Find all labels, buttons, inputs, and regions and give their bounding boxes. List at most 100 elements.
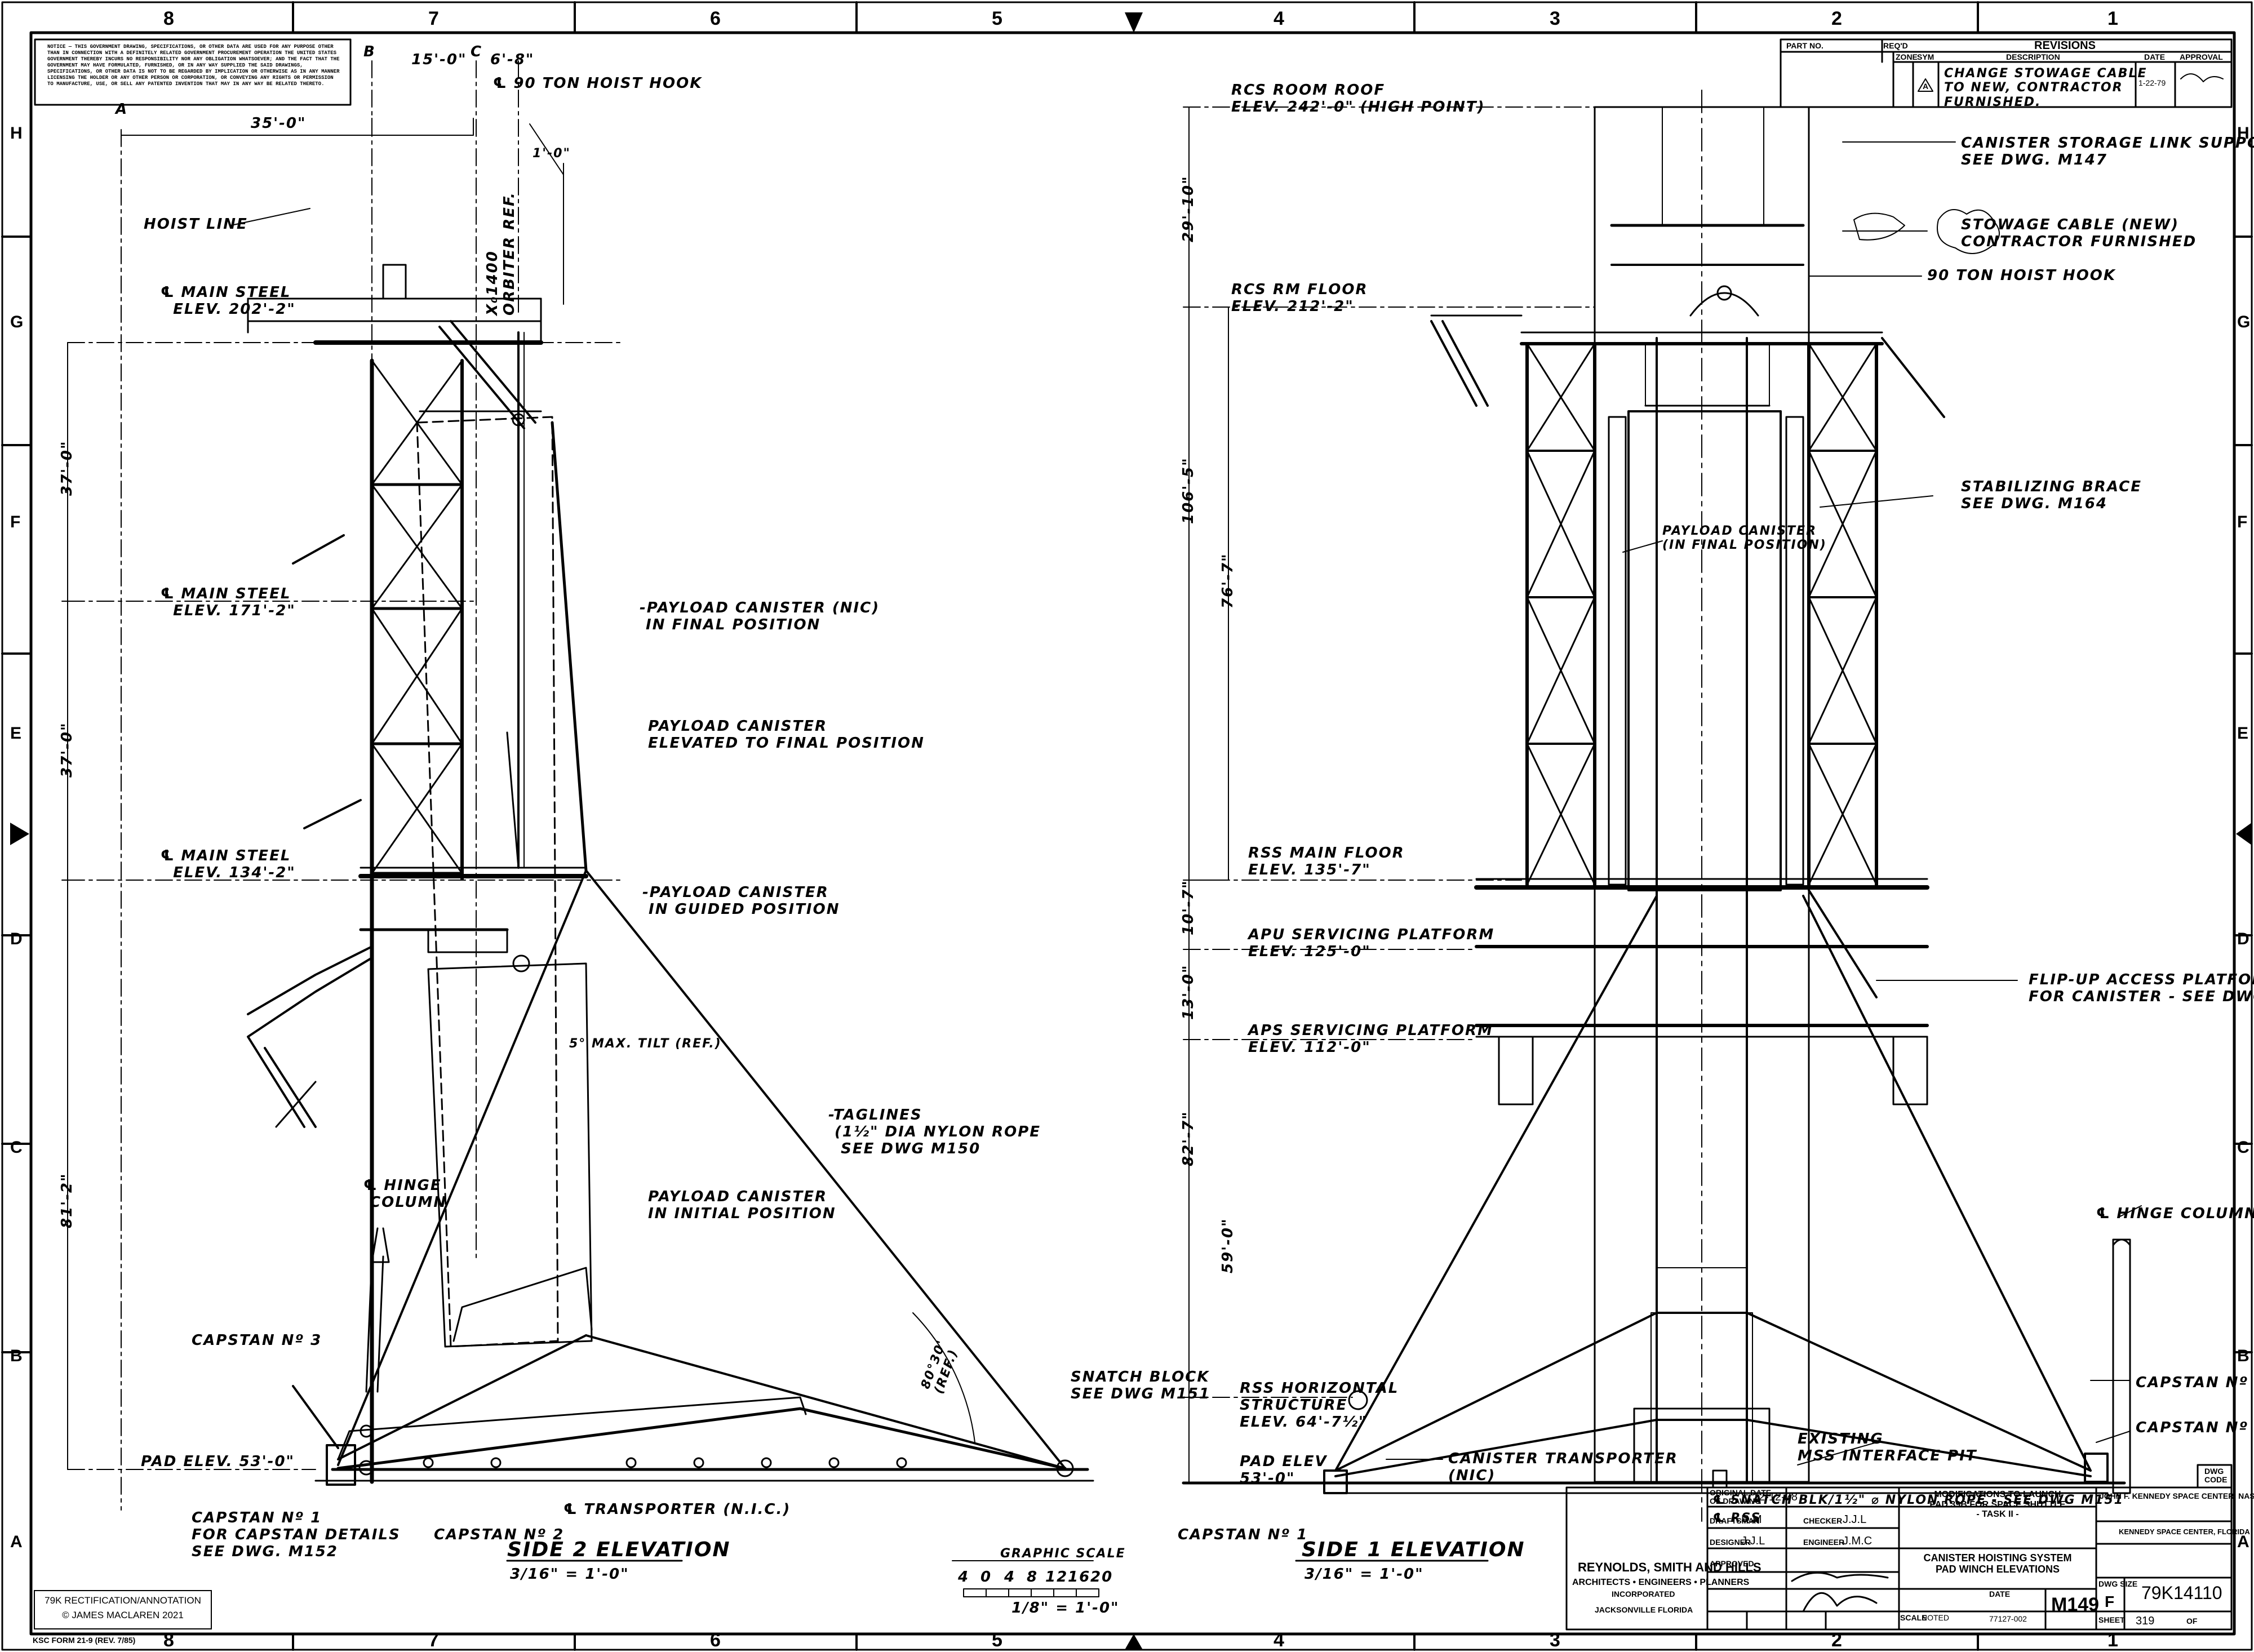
designer-label: DESIGNER bbox=[1710, 1538, 1751, 1547]
dim-37-0-lower: 37'-0" bbox=[59, 722, 76, 778]
rectification-label: 79K RECTIFICATION/ANNOTATION bbox=[45, 1595, 201, 1606]
col-label-6: 6 bbox=[710, 8, 721, 29]
row-label-g-right: G bbox=[2237, 313, 2251, 331]
dim-35-0: 35'-0" bbox=[251, 115, 307, 132]
graphic-scale-tick-12: 12 bbox=[1045, 1569, 1068, 1586]
col-label-8: 8 bbox=[163, 8, 174, 29]
dim-76-7: 76'-7" bbox=[1219, 553, 1236, 609]
dim-82-7: 82'-7" bbox=[1180, 1111, 1197, 1166]
sheet-label: SHEET bbox=[2098, 1615, 2125, 1624]
revision-part-no-header: PART NO. bbox=[1786, 41, 1823, 50]
center-name: JOHN F. KENNEDY SPACE CENTER, NASA bbox=[2100, 1491, 2254, 1500]
drafter-label: DRAFTSMAN bbox=[1710, 1516, 1760, 1525]
row-label-c-right: C bbox=[2237, 1138, 2249, 1157]
label-capstan-2-side1: CAPSTAN Nº 2 bbox=[2136, 1419, 2254, 1436]
col-label-6-bottom: 6 bbox=[710, 1629, 721, 1651]
row-label-d: D bbox=[10, 930, 23, 948]
label-pad-elev-side1: PAD ELEV 53'-0" bbox=[1240, 1453, 1328, 1487]
dim-13-0: 13'-0" bbox=[1180, 964, 1197, 1020]
revision-col-approval: APPROVAL bbox=[2180, 52, 2223, 61]
firm-subtitle: ARCHITECTS • ENGINEERS • PLANNERS bbox=[1572, 1578, 1750, 1587]
drafter: R.M bbox=[1741, 1513, 1762, 1526]
label-flip-up-platform: FLIP-UP ACCESS PLATFORM FOR CANISTER - S… bbox=[2029, 971, 2254, 1005]
label-main-steel-171: ℄ MAIN STEEL ELEV. 171'-2" bbox=[161, 585, 296, 619]
revision-col-date: DATE bbox=[2144, 52, 2166, 61]
copyright-label: © JAMES MACLAREN 2021 bbox=[62, 1610, 184, 1620]
row-label-h: H bbox=[10, 124, 23, 143]
row-label-a: A bbox=[10, 1533, 23, 1551]
col-label-8-bottom: 8 bbox=[163, 1629, 174, 1651]
revision-col-sym: SYM bbox=[1917, 52, 1934, 61]
label-rcs-floor: RCS RM FLOOR ELEV. 212'-2" bbox=[1231, 281, 1368, 315]
label-hinge-column-side1: ℄ HINGE COLUMN bbox=[2096, 1205, 2254, 1222]
grid-b-marker: B bbox=[363, 43, 376, 60]
col-label-4: 4 bbox=[1274, 8, 1284, 29]
side-1-elevation-title: SIDE 1 ELEVATION bbox=[1302, 1538, 1525, 1561]
dim-1-0: 1'-0" bbox=[533, 146, 571, 161]
label-main-steel-202: ℄ MAIN STEEL ELEV. 202'-2" bbox=[161, 284, 296, 318]
approved-label: APPROVED bbox=[1710, 1559, 1754, 1568]
label-main-steel-134: ℄ MAIN STEEL ELEV. 134'-2" bbox=[161, 847, 296, 881]
graphic-scale-title: GRAPHIC SCALE bbox=[1000, 1547, 1126, 1561]
dim-29-10: 29'-10" bbox=[1180, 175, 1197, 242]
side-2-elevation-title: SIDE 2 ELEVATION bbox=[507, 1538, 731, 1561]
label-apu-platform: APU SERVICING PLATFORM ELEV. 125'-0" bbox=[1248, 926, 1495, 960]
scale-label: SCALE bbox=[1900, 1613, 1927, 1622]
col-label-7: 7 bbox=[428, 8, 439, 29]
col-label-3-bottom: 3 bbox=[1550, 1629, 1560, 1651]
row-label-e: E bbox=[10, 724, 22, 743]
label-snatch-block: SNATCH BLOCK SEE DWG M151 bbox=[1071, 1369, 1211, 1402]
dim-10-7: 10'-7" bbox=[1180, 880, 1197, 935]
label-hinge-column: ℄ HINGE COLUMN bbox=[363, 1177, 447, 1211]
graphic-scale-tick-4a: 4 bbox=[958, 1569, 970, 1586]
graphic-scale-ratio: 1/8" = 1'-0" bbox=[1011, 1600, 1120, 1617]
dwg-code-label: DWG CODE bbox=[2204, 1467, 2228, 1485]
label-transporter: ℄ TRANSPORTER (N.I.C.) bbox=[564, 1501, 791, 1518]
row-label-h-right: H bbox=[2237, 124, 2249, 143]
side-1-scale: 3/16" = 1'-0" bbox=[1305, 1566, 1424, 1583]
dim-15-0: 15'-0" bbox=[411, 51, 467, 68]
dim-6-8: 6'-8" bbox=[490, 51, 535, 68]
project-title: MODIFICATIONS TO LAUNCH PAD 39B FOR SPAC… bbox=[1929, 1490, 2066, 1520]
label-taglines: -TAGLINES (1½" DIA NYLON ROPE SEE DWG M1… bbox=[828, 1107, 1041, 1157]
dim-59-0: 59'-0" bbox=[1219, 1218, 1236, 1273]
label-capstan-3: CAPSTAN Nº 3 bbox=[192, 1332, 322, 1349]
side-2-scale: 3/16" = 1'-0" bbox=[510, 1566, 629, 1583]
label-canister-initial: PAYLOAD CANISTER IN INITIAL POSITION bbox=[648, 1188, 836, 1222]
row-label-b-right: B bbox=[2237, 1347, 2249, 1365]
sheet-number: 319 bbox=[2136, 1615, 2155, 1627]
row-label-f: F bbox=[10, 513, 21, 531]
label-capstan-1: CAPSTAN Nº 1 FOR CAPSTAN DETAILS SEE DWG… bbox=[192, 1509, 401, 1560]
date-value: 77127-002 bbox=[1989, 1614, 2027, 1623]
graphic-scale-tick-16: 16 bbox=[1068, 1569, 1091, 1586]
original-date-label: ORIGINAL DATE OF DRAWING bbox=[1710, 1488, 1772, 1506]
graphic-scale-tick-8: 8 bbox=[1027, 1569, 1039, 1586]
label-aps-platform: APS SERVICING PLATFORM ELEV. 112'-0" bbox=[1248, 1022, 1493, 1056]
label-hoist-hook-side1: 90 TON HOIST HOOK bbox=[1927, 267, 2117, 284]
of-label: OF bbox=[2186, 1617, 2198, 1626]
revision-symbol: A bbox=[1923, 82, 1929, 91]
col-label-1-bottom: 1 bbox=[2107, 1629, 2118, 1651]
graphic-scale-tick-0: 0 bbox=[980, 1569, 992, 1586]
checker: J.J.L bbox=[1843, 1513, 1867, 1526]
col-label-7-bottom: 7 bbox=[428, 1629, 439, 1651]
grid-c-marker: C bbox=[471, 43, 483, 60]
firm-city: JACKSONVILLE FLORIDA bbox=[1595, 1605, 1693, 1614]
row-label-d-right: D bbox=[2237, 930, 2249, 948]
revisions-title: REVISIONS bbox=[2034, 39, 2096, 52]
graphic-scale-tick-4: 4 bbox=[1004, 1569, 1016, 1586]
rectification-box: 79K RECTIFICATION/ANNOTATION © JAMES MAC… bbox=[34, 1590, 212, 1629]
col-label-3: 3 bbox=[1550, 8, 1560, 29]
label-canister-elevated: PAYLOAD CANISTER ELEVATED TO FINAL POSIT… bbox=[648, 718, 925, 752]
col-label-2: 2 bbox=[1831, 8, 1842, 29]
label-payload-final: PAYLOAD CANISTER (IN FINAL POSITION) bbox=[1662, 524, 1827, 553]
revision-description: CHANGE STOWAGE CABLE TO NEW, CONTRACTOR … bbox=[1944, 66, 2147, 109]
grid-a-marker: A bbox=[116, 101, 128, 118]
label-storage-link: CANISTER STORAGE LINK SUPPORTS SEE DWG. … bbox=[1961, 135, 2254, 168]
label-capstan-2: CAPSTAN Nº 2 bbox=[434, 1526, 565, 1543]
revision-date: 1-22-79 bbox=[2138, 78, 2166, 87]
dwg-size-label: DWG SIZE bbox=[2098, 1579, 2138, 1588]
sheet-id: M149 bbox=[2051, 1594, 2100, 1615]
